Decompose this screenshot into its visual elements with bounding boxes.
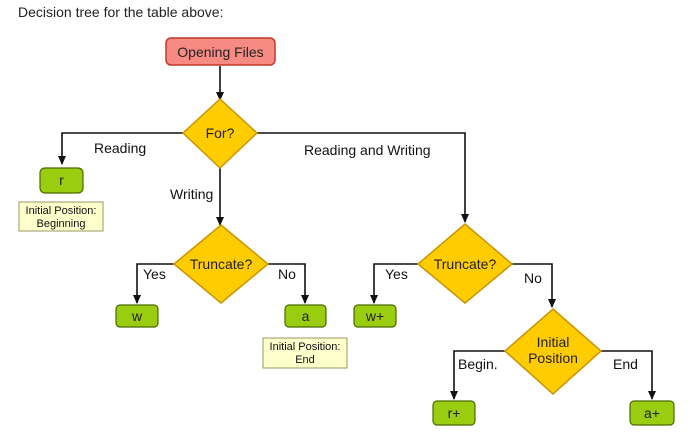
edge-label-writing: Writing [170,186,213,202]
leaf-r: r [39,167,84,194]
start-node-label: Opening Files [177,44,263,60]
leaf-w-label: w [131,308,143,324]
note-r: Initial Position: Beginning [18,201,104,232]
edge-label-no-left: No [278,266,296,282]
edge-label-reading-and-writing: Reading and Writing [304,142,431,158]
edge-label-begin: Begin. [458,356,498,372]
start-node: Opening Files [165,37,276,66]
leaf-r-plus: r+ [432,400,476,426]
edge-for-to-r [58,132,184,165]
decision-for-label: For? [206,125,235,141]
edge-truncate-left-to-w [133,263,175,304]
edge-position-to-aplus [600,350,656,400]
note-r-line1: Initial Position: [26,205,97,217]
edges [58,66,656,400]
edge-position-to-rplus [450,350,508,400]
leaf-w: w [115,304,159,328]
decision-initial-position: Initial Position [503,308,603,396]
leaf-r-plus-label: r+ [448,405,461,421]
decision-for: For? [181,97,259,170]
edge-truncate-left-to-a [267,263,309,304]
leaf-w-plus: w+ [353,304,397,328]
leaf-a: a [284,304,327,328]
note-a-line2: End [295,354,315,366]
edge-label-end: End [613,356,638,372]
diagram-caption: Decision tree for the table above: [18,4,224,20]
decision-initial-position-line1: Initial [537,334,570,350]
note-r-line2: Beginning [37,218,86,230]
edge-truncate-right-to-position [512,263,556,308]
edge-label-yes-left: Yes [143,266,166,282]
edge-for-to-truncate-right [256,132,469,223]
edge-truncate-right-to-wplus [370,263,418,304]
leaf-a-label: a [302,308,310,324]
decision-truncate-left-label: Truncate? [190,256,253,272]
decision-truncate-left: Truncate? [172,224,270,304]
decision-truncate-right: Truncate? [416,223,514,304]
edge-label-yes-right: Yes [385,266,408,282]
note-a-line1: Initial Position: [270,341,341,353]
decision-initial-position-line2: Position [528,350,578,366]
edge-labels: Reading Reading and Writing Writing Yes … [94,140,638,372]
note-a: Initial Position: End [262,337,348,369]
edge-label-reading: Reading [94,140,146,156]
leaf-r-label: r [59,172,64,188]
edge-label-no-right: No [524,270,542,286]
leaf-a-plus: a+ [629,400,675,426]
leaf-a-plus-label: a+ [644,405,660,421]
leaf-w-plus-label: w+ [365,308,384,324]
decision-truncate-right-label: Truncate? [434,256,497,272]
